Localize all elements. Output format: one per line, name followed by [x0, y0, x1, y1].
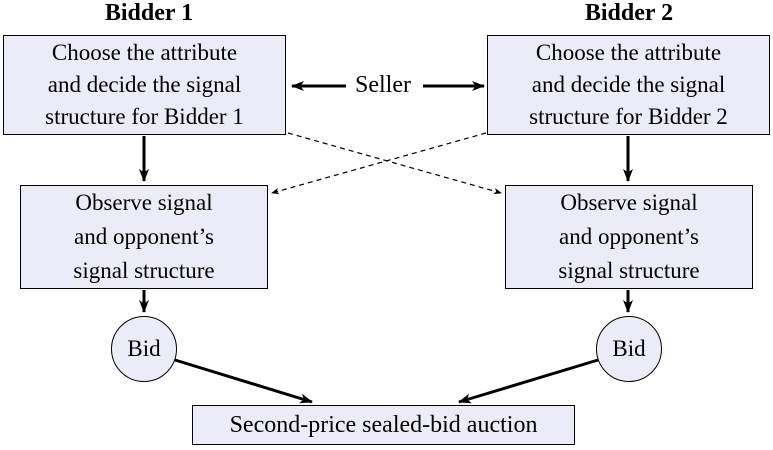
node-bid-bidder1: Bid [111, 316, 177, 382]
node-text-line: Choose the attribute [51, 40, 238, 65]
node-text-line: Choose the attribute [535, 40, 722, 65]
edge-choose2-to-observe1-dashed [271, 132, 487, 195]
node-bid-bidder2: Bid [596, 316, 662, 382]
node-text-line: Bid [127, 336, 161, 361]
node-observe-signal-bidder1: Observe signal and opponent’s signal str… [20, 185, 268, 289]
edge-choose1-to-observe2-dashed [287, 132, 502, 195]
node-text-line: signal structure [558, 258, 700, 283]
node-observe-signal-bidder2: Observe signal and opponent’s signal str… [505, 185, 753, 289]
node-text-line: structure for Bidder 1 [45, 104, 244, 129]
node-text-line: and decide the signal [531, 72, 726, 97]
node-text-line: Observe signal [560, 190, 698, 215]
node-text-line: Observe signal [75, 190, 213, 215]
node-text-line: signal structure [73, 258, 215, 283]
node-text-line: and decide the signal [47, 72, 242, 97]
node-text-line: Second-price sealed-bid auction [229, 411, 538, 438]
bidder1-header: Bidder 1 [104, 0, 194, 26]
node-choose-signal-bidder1: Choose the attribute and decide the sign… [3, 35, 286, 135]
node-text-line: and opponent’s [559, 224, 699, 249]
node-second-price-auction: Second-price sealed-bid auction [192, 405, 575, 445]
edge-bid2-to-auction [458, 358, 599, 404]
edge-bid1-to-auction [174, 358, 313, 404]
seller-label: Seller [355, 72, 411, 98]
node-text-line: structure for Bidder 2 [529, 104, 728, 129]
node-text-line: Bid [612, 336, 646, 361]
bidder2-header: Bidder 2 [584, 0, 674, 26]
node-text-line: and opponent’s [74, 224, 214, 249]
node-choose-signal-bidder2: Choose the attribute and decide the sign… [487, 35, 770, 135]
